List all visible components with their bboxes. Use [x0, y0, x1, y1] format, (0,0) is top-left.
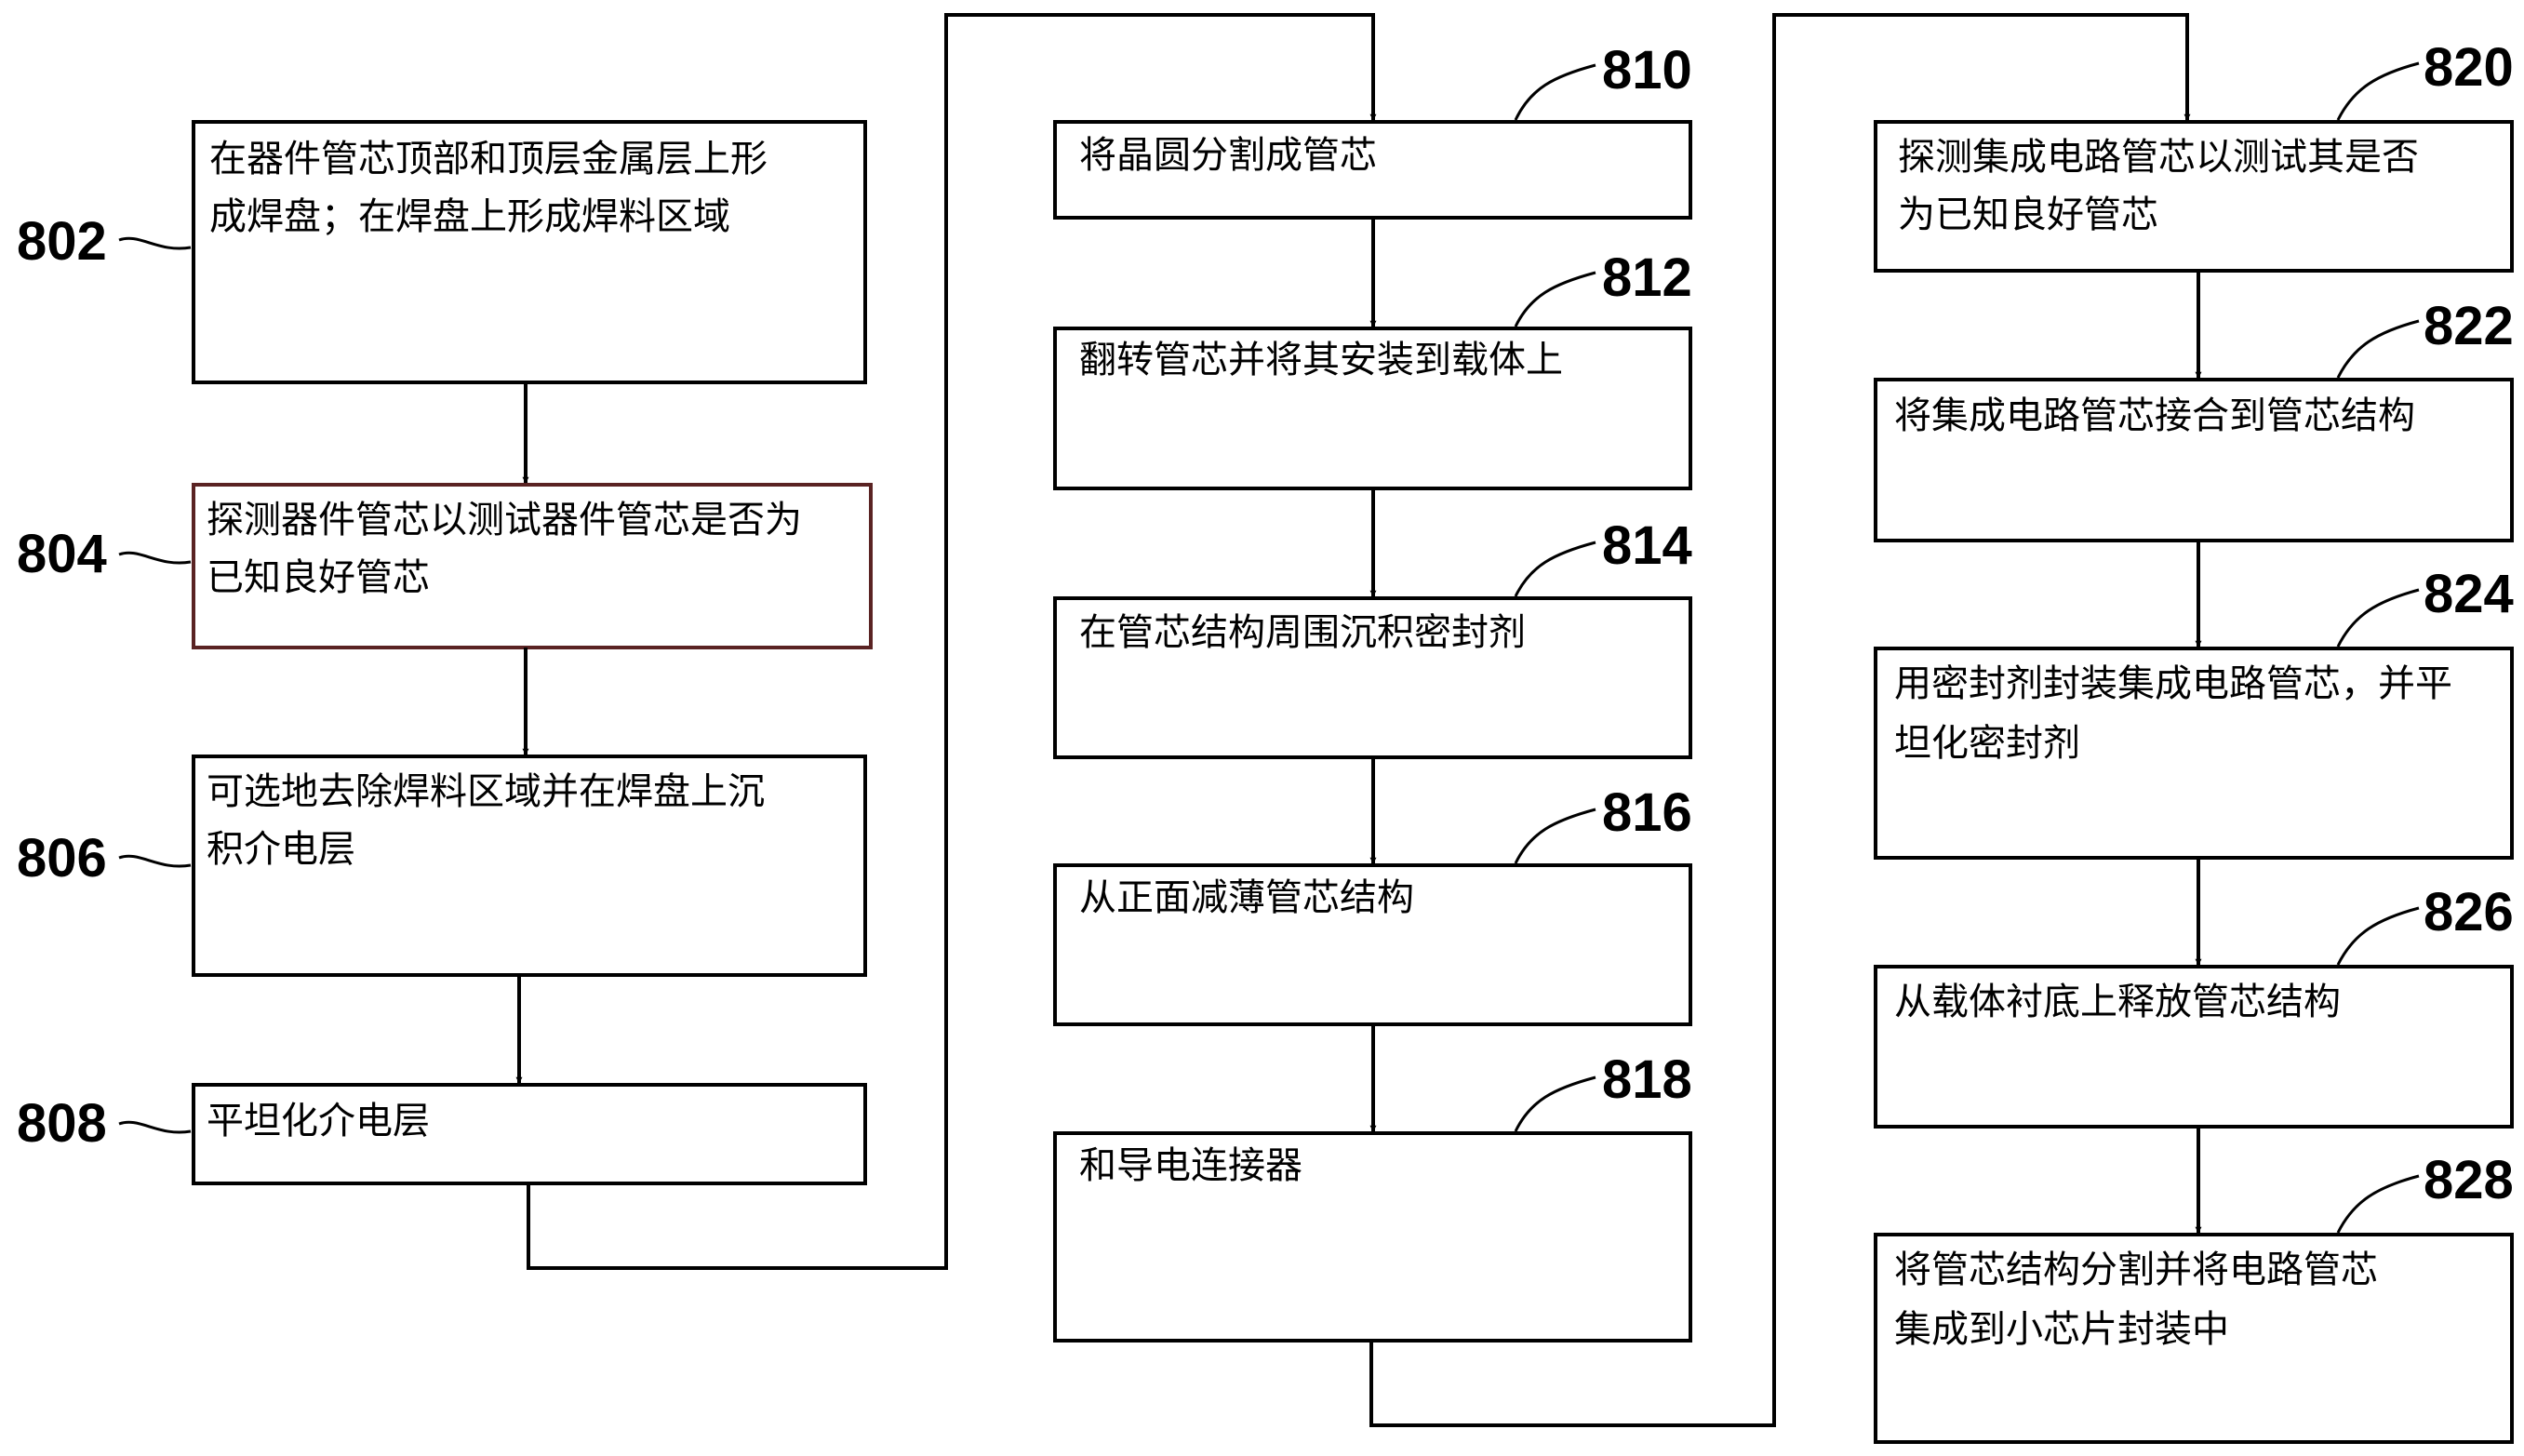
step-802-text-line-1: 在器件管芯顶部和顶层金属层上形: [209, 138, 768, 180]
step-828-text-line-2: 集成到小芯片封装中: [1894, 1308, 2229, 1351]
step-812-label: 812: [1602, 247, 1692, 308]
step-822-box: 将集成电路管芯接合到管芯结构: [1874, 378, 2514, 542]
step-814-leader-line: [1514, 541, 1596, 597]
step-802-leader-line: [118, 236, 192, 250]
step-804-leader-line: [118, 551, 192, 565]
step-810-box: 将晶圆分割成管芯: [1053, 120, 1692, 220]
step-828-text-line-1: 将管芯结构分割并将电路管芯: [1894, 1249, 2378, 1291]
step-820-text-line-1: 探测集成电路管芯以测试其是否: [1898, 136, 2419, 179]
step-806-leader-line: [118, 854, 192, 868]
step-810-text-line-1: 将晶圆分割成管芯: [1079, 134, 1377, 177]
step-820-leader-line: [2336, 61, 2420, 121]
step-804-text-line-1: 探测器件管芯以测试器件管芯是否为: [207, 499, 802, 541]
step-816-box: 从正面减薄管芯结构: [1053, 863, 1692, 1026]
step-824-text-line-1: 用密封剂封装集成电路管芯，并平: [1894, 662, 2452, 705]
step-818-label: 818: [1602, 1049, 1692, 1110]
step-804-box: 探测器件管芯以测试器件管芯是否为 已知良好管芯: [192, 483, 873, 649]
step-814-label: 814: [1602, 515, 1692, 576]
connector-818-to-820: [1369, 13, 2191, 1427]
step-816-text-line-1: 从正面减薄管芯结构: [1079, 876, 1414, 919]
step-808-text-line-1: 平坦化介电层: [207, 1100, 430, 1142]
step-818-box: 和导电连接器: [1053, 1131, 1692, 1342]
step-826-label: 826: [2424, 882, 2514, 942]
step-806-text-line-1: 可选地去除焊料区域并在焊盘上沉: [207, 770, 765, 813]
step-802-text-line-2: 成焊盘；在焊盘上形成焊料区域: [209, 195, 730, 238]
step-812-box: 翻转管芯并将其安装到载体上: [1053, 327, 1692, 490]
step-818-text-line-1: 和导电连接器: [1079, 1144, 1302, 1187]
step-808-box: 平坦化介电层: [192, 1083, 867, 1185]
step-814-box: 在管芯结构周围沉积密封剂: [1053, 596, 1692, 759]
step-824-text-line-2: 坦化密封剂: [1894, 722, 2080, 765]
step-806-box: 可选地去除焊料区域并在焊盘上沉 积介电层: [192, 755, 867, 977]
step-806-label: 806: [17, 828, 107, 888]
step-820-box: 探测集成电路管芯以测试其是否 为已知良好管芯: [1874, 120, 2514, 273]
step-820-text-line-2: 为已知良好管芯: [1898, 194, 2158, 236]
step-828-box: 将管芯结构分割并将电路管芯 集成到小芯片封装中: [1874, 1233, 2514, 1444]
step-806-text-line-2: 积介电层: [207, 828, 355, 871]
step-826-leader-line: [2336, 906, 2420, 966]
step-822-leader-line: [2336, 319, 2420, 379]
step-816-label: 816: [1602, 782, 1692, 843]
step-810-leader-line: [1514, 63, 1596, 121]
step-824-box: 用密封剂封装集成电路管芯，并平 坦化密封剂: [1874, 647, 2514, 860]
step-824-leader-line: [2336, 588, 2420, 648]
step-802-box: 在器件管芯顶部和顶层金属层上形 成焊盘；在焊盘上形成焊料区域: [192, 120, 867, 384]
step-812-text-line-1: 翻转管芯并将其安装到载体上: [1079, 339, 1563, 381]
step-826-box: 从载体衬底上释放管芯结构: [1874, 965, 2514, 1129]
step-804-text-line-2: 已知良好管芯: [207, 556, 430, 599]
step-826-text-line-1: 从载体衬底上释放管芯结构: [1894, 981, 2341, 1023]
step-816-leader-line: [1514, 808, 1596, 864]
step-808-label: 808: [17, 1093, 107, 1154]
step-814-text-line-1: 在管芯结构周围沉积密封剂: [1079, 611, 1526, 654]
step-802-label: 802: [17, 211, 107, 272]
step-810-label: 810: [1602, 40, 1692, 100]
connector-808-to-810: [527, 13, 1377, 1270]
step-828-leader-line: [2336, 1174, 2420, 1234]
step-822-text-line-1: 将集成电路管芯接合到管芯结构: [1894, 394, 2415, 437]
step-820-label: 820: [2424, 37, 2514, 98]
step-828-label: 828: [2424, 1150, 2514, 1210]
step-822-label: 822: [2424, 296, 2514, 356]
step-804-label: 804: [17, 524, 107, 584]
step-818-leader-line: [1514, 1075, 1596, 1132]
step-824-label: 824: [2424, 564, 2514, 624]
step-812-leader-line: [1514, 271, 1596, 327]
step-808-leader-line: [118, 1120, 192, 1134]
